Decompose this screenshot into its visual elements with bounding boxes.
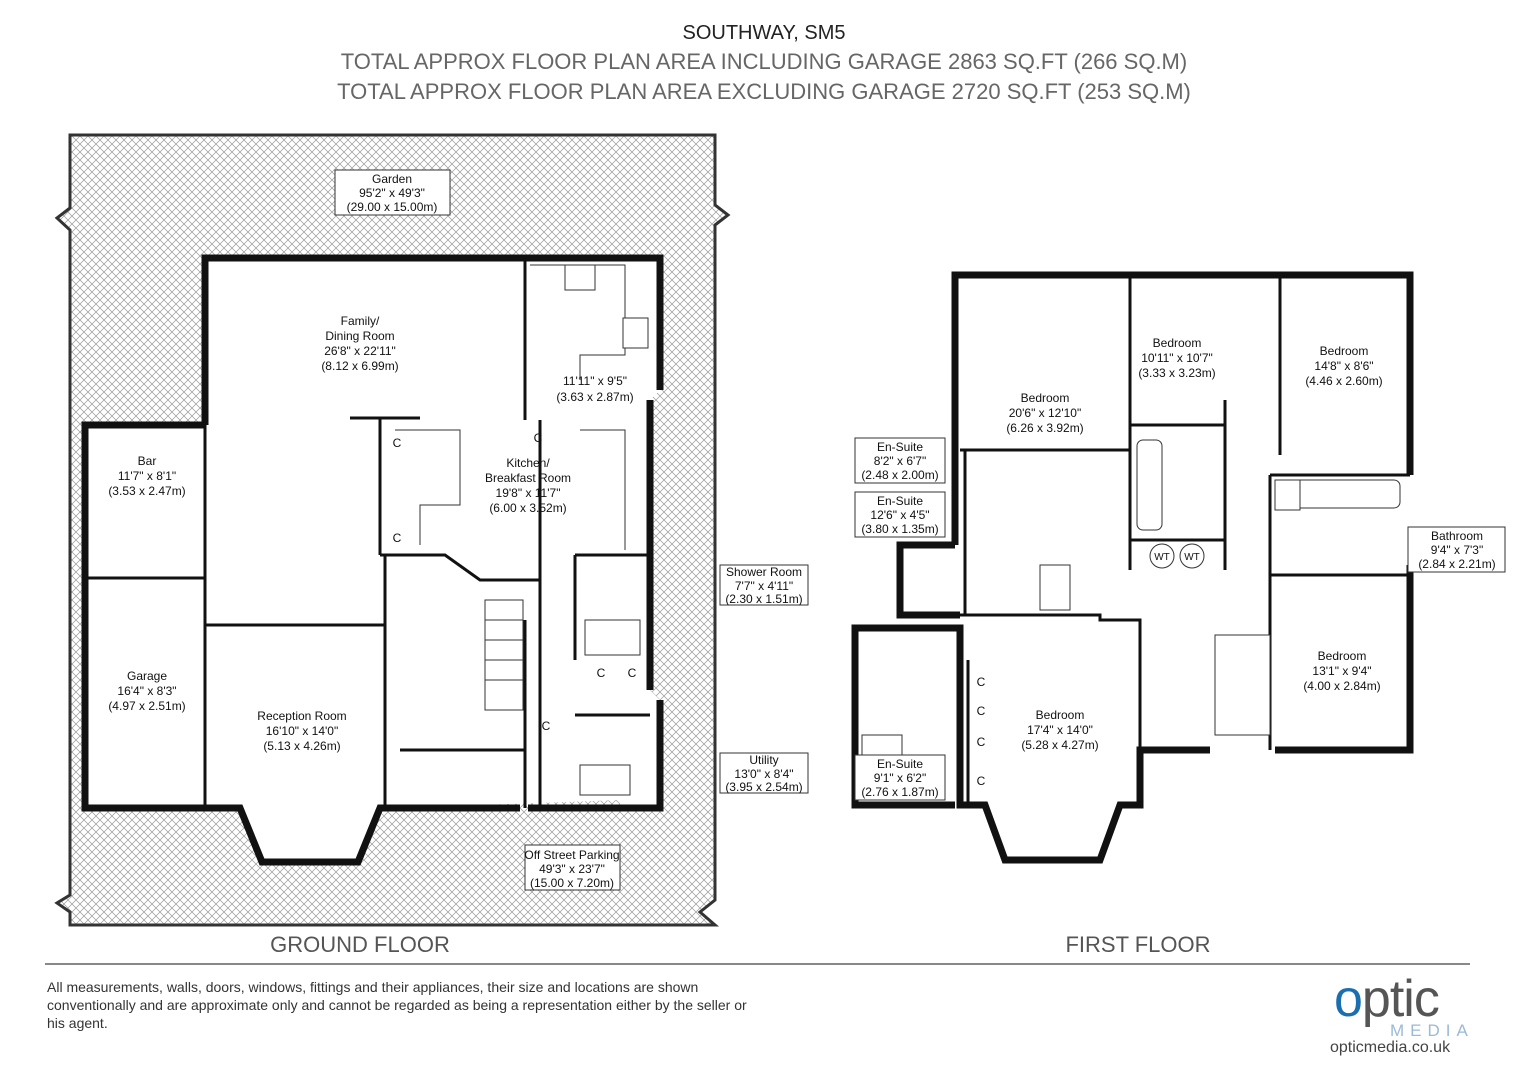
bedroom-5-dims-metric: (4.00 x 2.84m) — [1303, 679, 1380, 693]
first-floor-label: FIRST FLOOR — [1065, 932, 1210, 957]
bedroom-2-dims-imperial: 10'11" x 10'7" — [1141, 351, 1213, 365]
garage-dims-metric: (4.97 x 2.51m) — [108, 699, 185, 713]
bedroom-3-dims-imperial: 14'8" x 8'6" — [1314, 359, 1373, 373]
family-room-name: Family/ — [341, 314, 380, 328]
family-room-dims-imperial: 26'8" x 22'11" — [324, 344, 396, 358]
kitchen-name-2: Breakfast Room — [485, 471, 571, 485]
ensuite-2-dims-metric: (3.80 x 1.35m) — [861, 522, 938, 536]
logo-o: o — [1334, 970, 1363, 1028]
bedroom-1-dims-imperial: 20'6" x 12'10" — [1009, 406, 1082, 420]
shower-room-name: Shower Room — [726, 565, 802, 579]
cupboard-label: C — [977, 735, 986, 749]
bar-dims-imperial: 11'7" x 8'1" — [118, 469, 176, 483]
bedroom-2-dims-metric: (3.33 x 3.23m) — [1138, 366, 1215, 380]
parking-dims-metric: (15.00 x 7.20m) — [530, 876, 614, 890]
garden-dims-metric: (29.00 x 15.00m) — [347, 200, 438, 214]
bedroom-5-dims-imperial: 13'1" x 9'4" — [1312, 664, 1371, 678]
ensuite-1-name: En-Suite — [877, 440, 923, 454]
house-footprint — [85, 258, 660, 862]
bathroom-dims-imperial: 9'4" x 7'3" — [1431, 543, 1483, 557]
wardrobe-2 — [1179, 543, 1205, 569]
kitchen-name: Kitchen/ — [506, 456, 550, 470]
bedroom-4-dims-metric: (5.28 x 4.27m) — [1021, 738, 1098, 752]
reception-dims-imperial: 16'10" x 14'0" — [266, 724, 339, 738]
bedroom-3-dims-metric: (4.46 x 2.60m) — [1305, 374, 1382, 388]
page-title: SOUTHWAY, SM5 — [682, 22, 846, 44]
first-floor-plan: WT WT C C C C Bedroom 20'6" x 12'10" (6.… — [851, 271, 1506, 957]
ensuite-2-name: En-Suite — [877, 494, 923, 508]
area-including-garage: TOTAL APPROX FLOOR PLAN AREA INCLUDING G… — [340, 49, 1188, 74]
utility-dims-imperial: 13'0" x 8'4" — [734, 767, 793, 781]
cupboard-label: C — [597, 666, 606, 680]
cupboard-label: C — [534, 431, 543, 445]
bedroom-3-name: Bedroom — [1320, 344, 1369, 358]
cupboard-label: C — [393, 531, 402, 545]
family-room-name-2: Dining Room — [325, 329, 394, 343]
logo-media: MEDIA — [1390, 1021, 1474, 1040]
garage-dims-imperial: 16'4" x 8'3" — [117, 684, 176, 698]
shower-room-dims-metric: (2.30 x 1.51m) — [725, 592, 802, 606]
area-excluding-garage: TOTAL APPROX FLOOR PLAN AREA EXCLUDING G… — [337, 79, 1191, 104]
ensuite-3-name: En-Suite — [877, 757, 923, 771]
bar-name: Bar — [138, 454, 157, 468]
staircase — [484, 599, 524, 711]
bar-dims-metric: (3.53 x 2.47m) — [108, 484, 185, 498]
garage-name: Garage — [127, 669, 167, 683]
ensuite-1-dims-metric: (2.48 x 2.00m) — [861, 468, 938, 482]
bedroom-1-name: Bedroom — [1021, 391, 1070, 405]
bedroom-4-dims-imperial: 17'4" x 14'0" — [1027, 723, 1093, 737]
ground-floor-label: GROUND FLOOR — [270, 932, 450, 957]
garden-name: Garden — [372, 172, 412, 186]
ground-floor-plan: C C C C C C Garden 95'2" x 49'3" (29.00 … — [54, 133, 809, 957]
cupboard-label: C — [977, 704, 986, 718]
cupboard-label: C — [628, 666, 637, 680]
bedroom-1-dims-metric: (6.26 x 3.92m) — [1006, 421, 1083, 435]
wardrobe-label: WT — [1154, 552, 1170, 563]
kitchen-dims-imperial: 19'8" x 11'7" — [496, 486, 561, 500]
kitchen-dims-metric: (6.00 x 3.52m) — [489, 501, 566, 515]
ensuite-3-dims-imperial: 9'1" x 6'2" — [874, 771, 926, 785]
shower-room-dims-imperial: 7'7" x 4'11" — [735, 579, 793, 593]
logo-word: ptic — [1361, 970, 1440, 1028]
bedroom-4-name: Bedroom — [1036, 708, 1085, 722]
optic-media-logo: optic MEDIA opticmedia.co.uk — [1330, 970, 1480, 1060]
family-room-dims-metric: (8.12 x 6.99m) — [321, 359, 398, 373]
garden-dims-imperial: 95'2" x 49'3" — [359, 186, 425, 200]
parking-dims-imperial: 49'3" x 23'7" — [539, 862, 605, 876]
utility-name: Utility — [749, 753, 778, 767]
wardrobe-1 — [1149, 543, 1175, 569]
utility-dims-metric: (3.95 x 2.54m) — [725, 780, 802, 794]
logo-url: opticmedia.co.uk — [1330, 1039, 1451, 1056]
wardrobe-label: WT — [1184, 552, 1200, 563]
disclaimer-text: All measurements, walls, doors, windows,… — [47, 979, 747, 1031]
bathroom-dims-metric: (2.84 x 2.21m) — [1418, 557, 1495, 571]
bedroom-5-name: Bedroom — [1318, 649, 1367, 663]
ensuite-2-dims-imperial: 12'6" x 4'5" — [870, 508, 929, 522]
reception-name: Reception Room — [257, 709, 346, 723]
cupboard-label: C — [393, 436, 402, 450]
cupboard-label: C — [977, 675, 986, 689]
kitchen-top-dims-imperial: 11'11" x 9'5" — [563, 374, 627, 388]
cupboard-label: C — [542, 719, 551, 733]
reception-dims-metric: (5.13 x 4.26m) — [263, 739, 340, 753]
bedroom-2-name: Bedroom — [1153, 336, 1202, 350]
bathroom-name: Bathroom — [1431, 529, 1483, 543]
ensuite-3-dims-metric: (2.76 x 1.87m) — [861, 785, 938, 799]
parking-name: Off Street Parking — [524, 848, 619, 862]
cupboard-label: C — [977, 774, 986, 788]
kitchen-top-dims-metric: (3.63 x 2.87m) — [556, 390, 633, 404]
footer-divider — [45, 963, 1470, 965]
ensuite-1-dims-imperial: 8'2" x 6'7" — [874, 454, 926, 468]
